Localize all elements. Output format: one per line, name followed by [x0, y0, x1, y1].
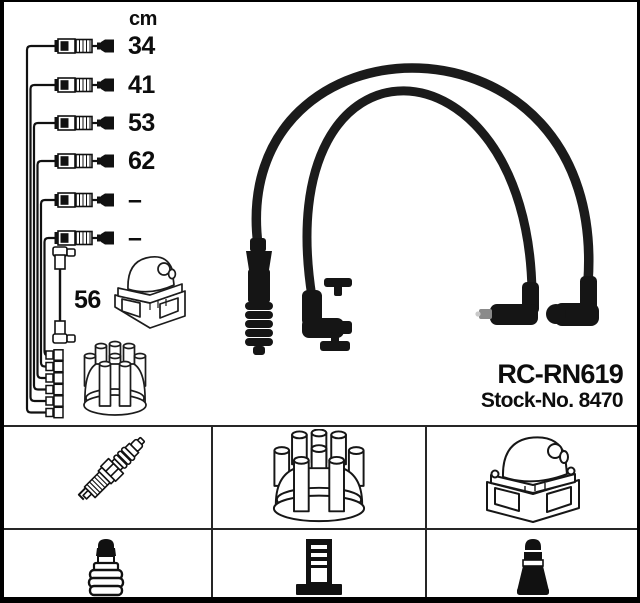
- outer-cable: [251, 63, 594, 283]
- coil-wire-length: 56: [74, 286, 101, 314]
- distributor-cap-drawing: [83, 340, 147, 416]
- length-value-5: –: [128, 186, 142, 214]
- component-legend: [0, 425, 640, 603]
- distributor-cap-icon: [272, 428, 366, 522]
- cable-connectors: [53, 37, 116, 247]
- length-value-3: 53: [128, 109, 155, 137]
- cable-photo: [245, 63, 599, 355]
- legend-cell-distributor-cap: [213, 427, 427, 530]
- part-number: RC-RN619: [497, 359, 623, 389]
- distributor-boot-icon: [295, 538, 342, 595]
- ignition-coil-drawing: [114, 255, 186, 329]
- length-value-6: –: [128, 224, 142, 252]
- spark-plug-icon: [77, 436, 146, 500]
- stock-number: Stock-No. 8470: [480, 389, 624, 412]
- angle-boot-with-pin: [475, 282, 539, 325]
- straight-boot-end: [245, 238, 273, 355]
- elbow-boot-with-clips: [302, 278, 352, 351]
- wire-bundle: [25, 44, 56, 414]
- unit-header: cm: [129, 8, 157, 30]
- distributor-terminals: [45, 349, 64, 419]
- legend-cell-ignition-coil: [426, 427, 640, 530]
- legend-cell-spark-plug: [0, 427, 214, 530]
- coil-boot-icon: [517, 538, 550, 595]
- length-value-1: 34: [128, 32, 155, 60]
- legend-cell-plug-terminal: [0, 530, 214, 603]
- cable-schematic: [25, 37, 186, 419]
- legend-cell-coil-boot: [426, 530, 640, 603]
- length-value-2: 41: [128, 71, 155, 99]
- length-value-4: 62: [128, 147, 155, 175]
- plug-terminal-icon: [87, 538, 124, 596]
- legend-cell-distributor-boot: [213, 530, 427, 603]
- coil-wire: [52, 246, 76, 344]
- ignition-coil-icon: [486, 435, 581, 523]
- inner-cable: [302, 86, 537, 298]
- part-number-block: RC-RN619 Stock-No. 8470: [480, 359, 624, 413]
- angle-boot-end: [546, 276, 599, 326]
